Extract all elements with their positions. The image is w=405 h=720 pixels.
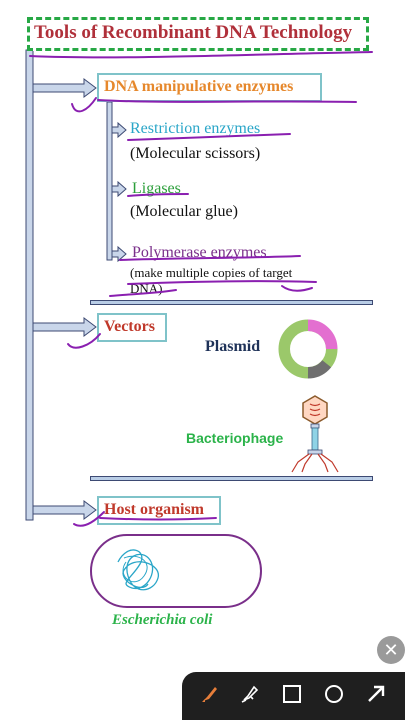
polymerase-enzymes-description: (make multiple copies of target DNA): [130, 265, 293, 296]
arrow-to-enzymes: [32, 78, 97, 98]
polymerase-enzymes-label: Polymerase enzymes: [132, 244, 267, 261]
close-icon[interactable]: ✕: [377, 636, 405, 664]
arrow-to-polymerase: [111, 245, 127, 263]
diagram-title: Tools of Recombinant DNA Technology: [34, 22, 353, 43]
enzymes-sub-trunk: [106, 101, 113, 261]
rectangle-icon[interactable]: [278, 680, 306, 708]
plasmid-label: Plasmid: [205, 338, 261, 355]
pen-icon[interactable]: [196, 680, 224, 708]
bacteriophage-icon: [291, 395, 339, 473]
arrow-icon[interactable]: [362, 680, 390, 708]
section-divider: [90, 300, 373, 305]
arrow-to-host: [32, 500, 97, 520]
host-organism-heading: Host organism: [104, 501, 204, 518]
annotation-toolbar: [182, 672, 405, 720]
restriction-enzymes-description: (Molecular scissors): [130, 145, 261, 162]
section-divider: [90, 476, 373, 481]
plasmid-ring-icon: [277, 318, 339, 380]
highlighter-icon[interactable]: [236, 680, 264, 708]
vectors-heading-box: [97, 313, 167, 342]
restriction-enzymes-label: Restriction enzymes: [130, 120, 261, 137]
bacteriophage-label: Bacteriophage: [186, 430, 284, 446]
arrow-to-restriction: [111, 121, 127, 139]
arrow-to-vectors: [32, 317, 97, 337]
circle-icon[interactable]: [320, 680, 348, 708]
ligases-label: Ligases: [132, 180, 181, 197]
vectors-heading: Vectors: [104, 318, 155, 335]
ecoli-cell-icon: [90, 534, 262, 608]
enzymes-heading: DNA manipulative enzymes: [104, 78, 294, 95]
title-box: [27, 17, 369, 51]
ecoli-label: Escherichia coli: [112, 612, 213, 628]
main-trunk-line: [25, 49, 34, 521]
ligases-description: (Molecular glue): [130, 203, 238, 220]
arrow-to-ligases: [111, 180, 127, 198]
